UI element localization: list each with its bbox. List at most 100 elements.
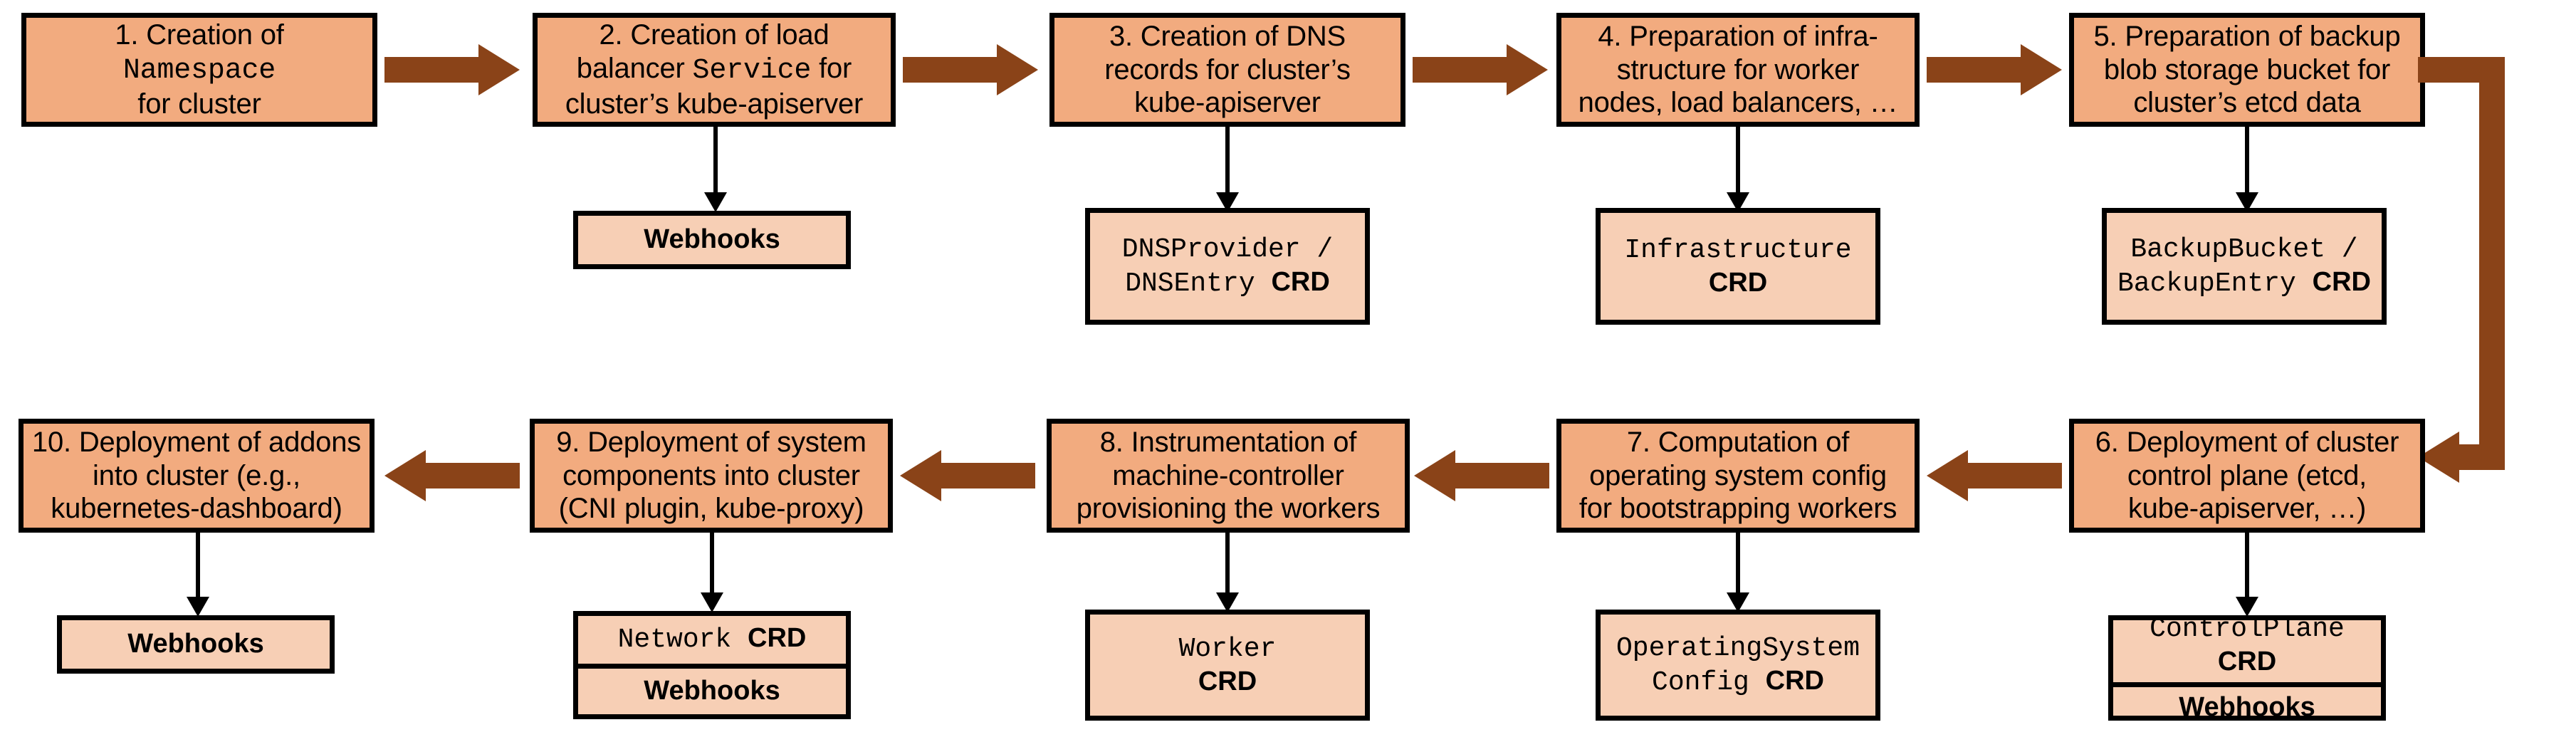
resource-link-2 [694, 127, 737, 212]
text-run: CRD [2217, 646, 2277, 676]
resource-box-2-webhooks[interactable]: Webhooks [573, 211, 851, 269]
text-run: Namespace [122, 54, 276, 87]
text-run: Webhooks [644, 675, 780, 706]
text-run: DNSProvider / [1121, 234, 1334, 266]
text-run: components into cluster [562, 459, 860, 491]
resource-link-5 [2226, 127, 2268, 212]
text-run: Network [617, 625, 748, 656]
resource-link-7 [1717, 533, 1759, 612]
text-run: 4. Preparation of infra- [1598, 20, 1878, 52]
text-line: 7. Computation of [1579, 426, 1897, 459]
text-line: ControlPlane CRD [2117, 612, 2377, 678]
text-run: records for cluster’s [1104, 53, 1351, 85]
resource-box-10-webhooks[interactable]: Webhooks [57, 615, 335, 674]
resource-link-8 [1206, 533, 1249, 612]
text-run: Worker [1178, 634, 1277, 665]
text-run: Config [1652, 667, 1766, 698]
text-run: DNSEntry [1125, 268, 1272, 299]
text-line: 3. Creation of DNS [1104, 20, 1351, 53]
resource-cell-crd: ControlPlane CRD [2113, 607, 2381, 682]
resource-box-9-network-crd-webhooks[interactable]: Network CRD Webhooks [573, 611, 851, 719]
resource-link-3 [1206, 127, 1249, 212]
text-run: 8. Instrumentation of [1099, 426, 1357, 458]
text-line: Config CRD [1616, 665, 1860, 699]
text-line: Webhooks [2179, 691, 2315, 724]
text-run: control plane (etcd, [2127, 459, 2367, 491]
text-run: (CNI plugin, kube-proxy) [558, 493, 864, 525]
text-line: 2. Creation of load [565, 19, 863, 52]
flow-arrow-4-to-5 [1927, 44, 2062, 95]
text-line: Webhooks [644, 224, 780, 256]
text-line: DNSProvider / [1122, 232, 1333, 266]
text-line: components into cluster [556, 459, 866, 493]
text-line: 8. Instrumentation of [1077, 426, 1381, 459]
text-line: DNSEntry CRD [1122, 266, 1333, 301]
text-run: 9. Deployment of system [556, 426, 866, 458]
text-line: kubernetes-dashboard) [32, 492, 361, 526]
text-line: 5. Preparation of backup [2093, 20, 2400, 53]
text-run: cluster’s etcd data [2133, 87, 2361, 119]
text-run: Webhooks [2179, 692, 2315, 723]
text-run: for bootstrapping workers [1578, 493, 1897, 525]
text-line: balancer Service for [565, 52, 863, 88]
text-line: structure for worker [1578, 53, 1898, 87]
text-run: Service [692, 54, 812, 87]
resource-box-5-backup-crd[interactable]: BackupBucket /BackupEntry CRD [2102, 208, 2387, 325]
text-run: 10. Deployment of addons [31, 426, 362, 458]
text-run: CRD [2312, 267, 2371, 297]
resource-box-3-dns-crd[interactable]: DNSProvider /DNSEntry CRD [1085, 208, 1370, 325]
resource-box-6-controlplane-crd-webhooks[interactable]: ControlPlane CRD Webhooks [2108, 614, 2386, 724]
resource-cell: BackupBucket /BackupEntry CRD [2107, 213, 2382, 320]
flow-arrow-9-to-10 [384, 450, 520, 501]
text-line: blob storage bucket for [2093, 53, 2400, 87]
text-line: 1. Creation of [115, 19, 284, 52]
text-run: for cluster [137, 88, 261, 120]
text-run: Infrastructure [1624, 235, 1852, 266]
text-line: (CNI plugin, kube-proxy) [556, 492, 866, 526]
text-line: Infrastructure [1624, 233, 1851, 267]
step-box-4[interactable]: 4. Preparation of infra-structure for wo… [1556, 13, 1920, 127]
text-line: CRD [1624, 267, 1851, 300]
text-run: 1. Creation of [115, 19, 284, 51]
resource-cell: Webhooks [578, 216, 846, 264]
text-line: kube-apiserver, …) [2095, 492, 2399, 526]
resource-link-9 [691, 533, 733, 612]
resource-link-10 [177, 533, 219, 617]
text-run: structure for worker [1616, 53, 1860, 85]
text-line: Worker [1179, 632, 1277, 666]
text-line: cluster’s kube-apiserver [565, 88, 864, 121]
text-run: CRD [1708, 268, 1768, 298]
text-line: Namespace [115, 52, 283, 88]
text-run: into cluster (e.g., [93, 459, 300, 491]
text-line: 10. Deployment of addons [32, 426, 361, 459]
text-run: 2. Creation of load [599, 19, 829, 51]
text-run: BackupBucket / [2130, 234, 2358, 266]
text-line: Network CRD [618, 622, 807, 657]
text-line: Webhooks [127, 628, 263, 661]
text-run: 6. Deployment of cluster [2095, 426, 2399, 458]
text-run: 3. Creation of DNS [1109, 20, 1346, 52]
text-line: BackupBucket / [2117, 232, 2371, 266]
text-line: provisioning the workers [1077, 492, 1381, 526]
text-line: operating system config [1579, 459, 1897, 493]
text-run: balancer [576, 52, 693, 84]
